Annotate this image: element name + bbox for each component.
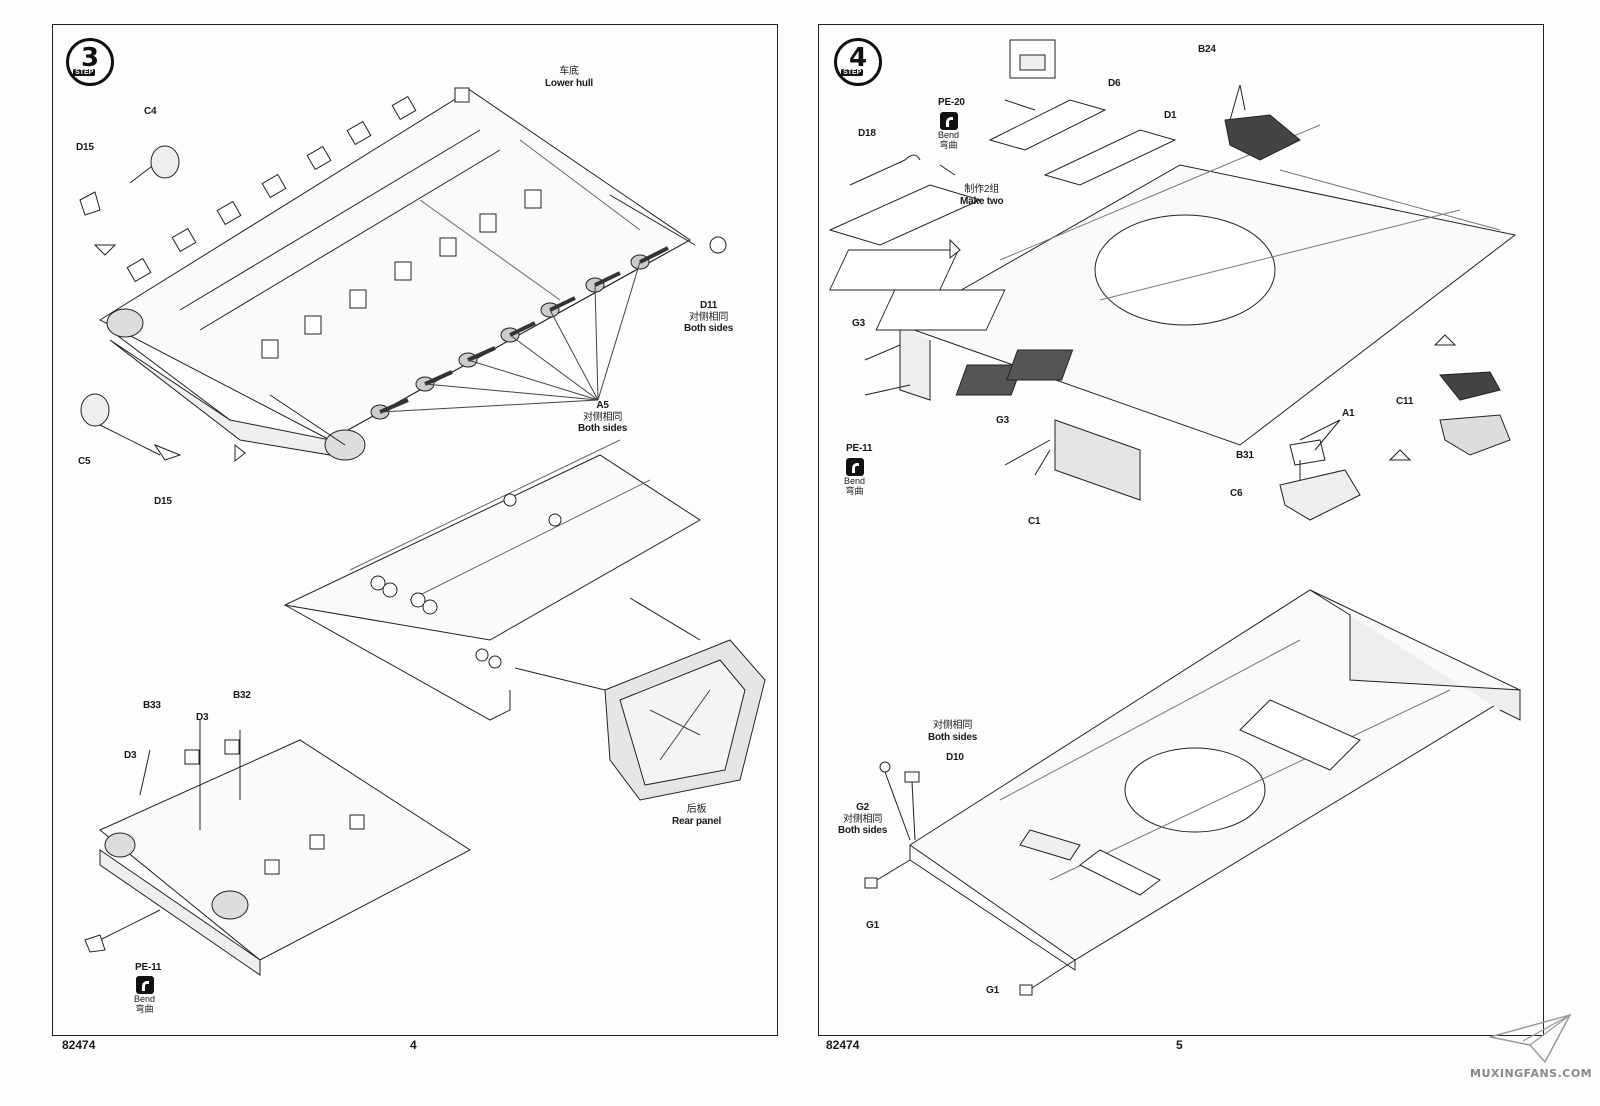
lower-hull-en: Lower hull: [545, 77, 594, 89]
bend-cn: 弯曲: [939, 139, 958, 150]
product-code: 82474: [826, 1038, 860, 1052]
paper-plane-icon: [1489, 1013, 1572, 1064]
g2-en: Both sides: [838, 825, 888, 836]
label-b32: B32: [233, 690, 251, 701]
label-c6: C6: [1230, 488, 1243, 499]
bend-instruction-mid: Bend 弯曲: [844, 458, 865, 497]
step-number: 4: [848, 43, 868, 73]
step-number: 3: [80, 43, 100, 73]
label-pe20: PE-20: [938, 97, 965, 108]
label-d6: D6: [1108, 78, 1121, 89]
page-number: 5: [1176, 1038, 1183, 1052]
d11-cn: 对侧相同: [688, 311, 729, 323]
label-d18: D18: [858, 128, 876, 139]
g2-cn: 对侧相同: [842, 813, 883, 825]
label-d10: D10: [946, 752, 964, 763]
label-c11: C11: [1396, 396, 1414, 407]
both-sides-en: Both sides: [928, 731, 978, 743]
label-g3-top: G3: [852, 318, 865, 329]
label-d11: D11 对侧相同 Both sides: [684, 300, 733, 335]
label-g1-b: G1: [986, 985, 999, 996]
label-c4: C4: [144, 106, 157, 117]
rear-panel-cn: 后板: [686, 804, 707, 815]
make-two-cn: 制作2组: [964, 184, 1000, 195]
instruction-page-4: 3 STEP 车底 Lower hull C4 D15 D11 对侧相同 Bot…: [52, 24, 778, 1052]
label-d1: D1: [1164, 110, 1177, 121]
both-sides-cn: 对侧相同: [932, 720, 973, 731]
page-frame: [818, 24, 1544, 1036]
label-lower-hull: 车底 Lower hull: [545, 66, 593, 89]
step-4-badge: 4 STEP: [834, 38, 882, 86]
label-g3-mid: G3: [996, 415, 1009, 426]
label-c1: C1: [1028, 516, 1041, 527]
bend-icon: [845, 458, 864, 476]
step-3-badge: 3 STEP: [66, 38, 114, 86]
label-a5: A5 对侧相同 Both sides: [578, 400, 627, 435]
label-d15-bottom: D15: [154, 496, 172, 507]
label-d3-a: D3: [196, 712, 209, 723]
label-c5: C5: [78, 456, 91, 467]
bend-en: Bend: [134, 994, 156, 1004]
label-d3-b: D3: [124, 750, 137, 761]
label-b31: B31: [1236, 450, 1254, 461]
step-3-diagram: [79, 87, 766, 976]
label-b24: B24: [1198, 44, 1216, 55]
label-d15-top: D15: [76, 142, 94, 153]
label-g2: G2 对侧相同 Both sides: [838, 802, 887, 837]
bend-en: Bend: [844, 476, 866, 486]
step-4-diagram: [828, 39, 1522, 996]
label-both-sides-1: 对侧相同 Both sides: [928, 720, 977, 743]
bend-instruction-top: Bend 弯曲: [938, 112, 959, 151]
bend-cn: 弯曲: [845, 485, 864, 496]
d11-code: D11: [699, 300, 718, 311]
label-b33: B33: [143, 700, 161, 711]
label-make-two: 制作2组 Make two: [960, 184, 1004, 207]
bend-icon: [939, 112, 958, 130]
product-code: 82474: [62, 1038, 96, 1052]
g2-code: G2: [856, 802, 870, 813]
a5-en: Both sides: [578, 423, 628, 434]
page-frame: [52, 24, 778, 1036]
label-pe11: PE-11: [846, 443, 873, 454]
lower-hull-cn: 车底: [559, 66, 579, 77]
site-watermark: MUXINGFANS.COM: [1470, 1007, 1593, 1080]
step-word: STEP: [73, 69, 96, 76]
label-rear-panel: 后板 Rear panel: [672, 804, 721, 827]
watermark-text: MUXINGFANS.COM: [1470, 1067, 1593, 1080]
label-a1: A1: [1342, 408, 1355, 419]
bend-icon: [135, 976, 154, 994]
instruction-page-5: 4 STEP PE-20 Bend 弯曲 D6 D1 B24 D18 制作2组 …: [800, 0, 1600, 1106]
step-word: STEP: [841, 69, 864, 76]
label-g1-a: G1: [866, 920, 879, 931]
a5-code: A5: [596, 400, 609, 411]
label-pe11: PE-11: [135, 962, 162, 973]
bend-en: Bend: [938, 130, 960, 140]
bend-cn: 弯曲: [135, 1003, 154, 1014]
rear-panel-en: Rear panel: [672, 815, 722, 827]
d11-en: Both sides: [684, 323, 734, 334]
make-two-en: Make two: [960, 195, 1004, 207]
a5-cn: 对侧相同: [582, 411, 623, 423]
bend-instruction: Bend 弯曲: [134, 976, 155, 1015]
page-number: 4: [410, 1038, 417, 1052]
